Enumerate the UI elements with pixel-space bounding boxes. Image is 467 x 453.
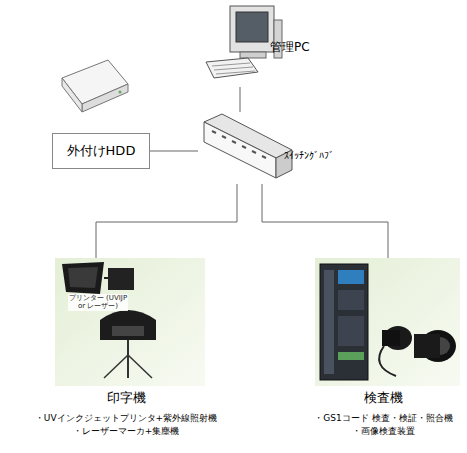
storage-box: 外付けHDD	[52, 133, 150, 169]
bullet-text: ・画像検査装置	[300, 426, 467, 437]
switch-node: ｽｲｯﾁﾝｸﾞﾊﾌﾞ	[198, 112, 290, 184]
inspection-group: 検査機・GS1コード 検査・検証・照合機・画像検査装置	[300, 258, 467, 450]
printer-illustration	[55, 258, 205, 386]
node-label: 外付けHDD	[52, 143, 150, 159]
cable-line	[262, 184, 388, 258]
cable-line	[150, 151, 198, 152]
hdd-icon	[62, 60, 128, 112]
bullet-text: ・UVインクジェットプリンタ+紫外線照射機	[12, 413, 240, 424]
node-label: 管理PC	[270, 40, 310, 54]
cable-line	[240, 87, 241, 112]
network-cable	[150, 151, 198, 152]
network-cable	[240, 87, 241, 112]
printer-group: 印字機・UVインクジェットプリンタ+紫外線照射機・レーザーマーカ+集塵機	[12, 258, 240, 450]
network-cable	[262, 184, 388, 258]
cable-line	[96, 184, 237, 258]
part-label: プリンター (UVIJP or レーザー)	[68, 294, 128, 311]
bullet-text: ・レーザーマーカ+集塵機	[12, 426, 240, 437]
node-label: 印字機	[12, 390, 240, 406]
node-label: 検査機	[300, 390, 467, 406]
pc-node: 管理PC	[195, 3, 315, 87]
node-label: ｽｲｯﾁﾝｸﾞﾊﾌﾞ	[284, 150, 334, 162]
network-cable	[96, 184, 237, 258]
switch-icon	[204, 114, 292, 178]
bullet-text: ・GS1コード 検査・検証・照合機	[300, 413, 467, 424]
inspection-illustration	[315, 258, 460, 386]
